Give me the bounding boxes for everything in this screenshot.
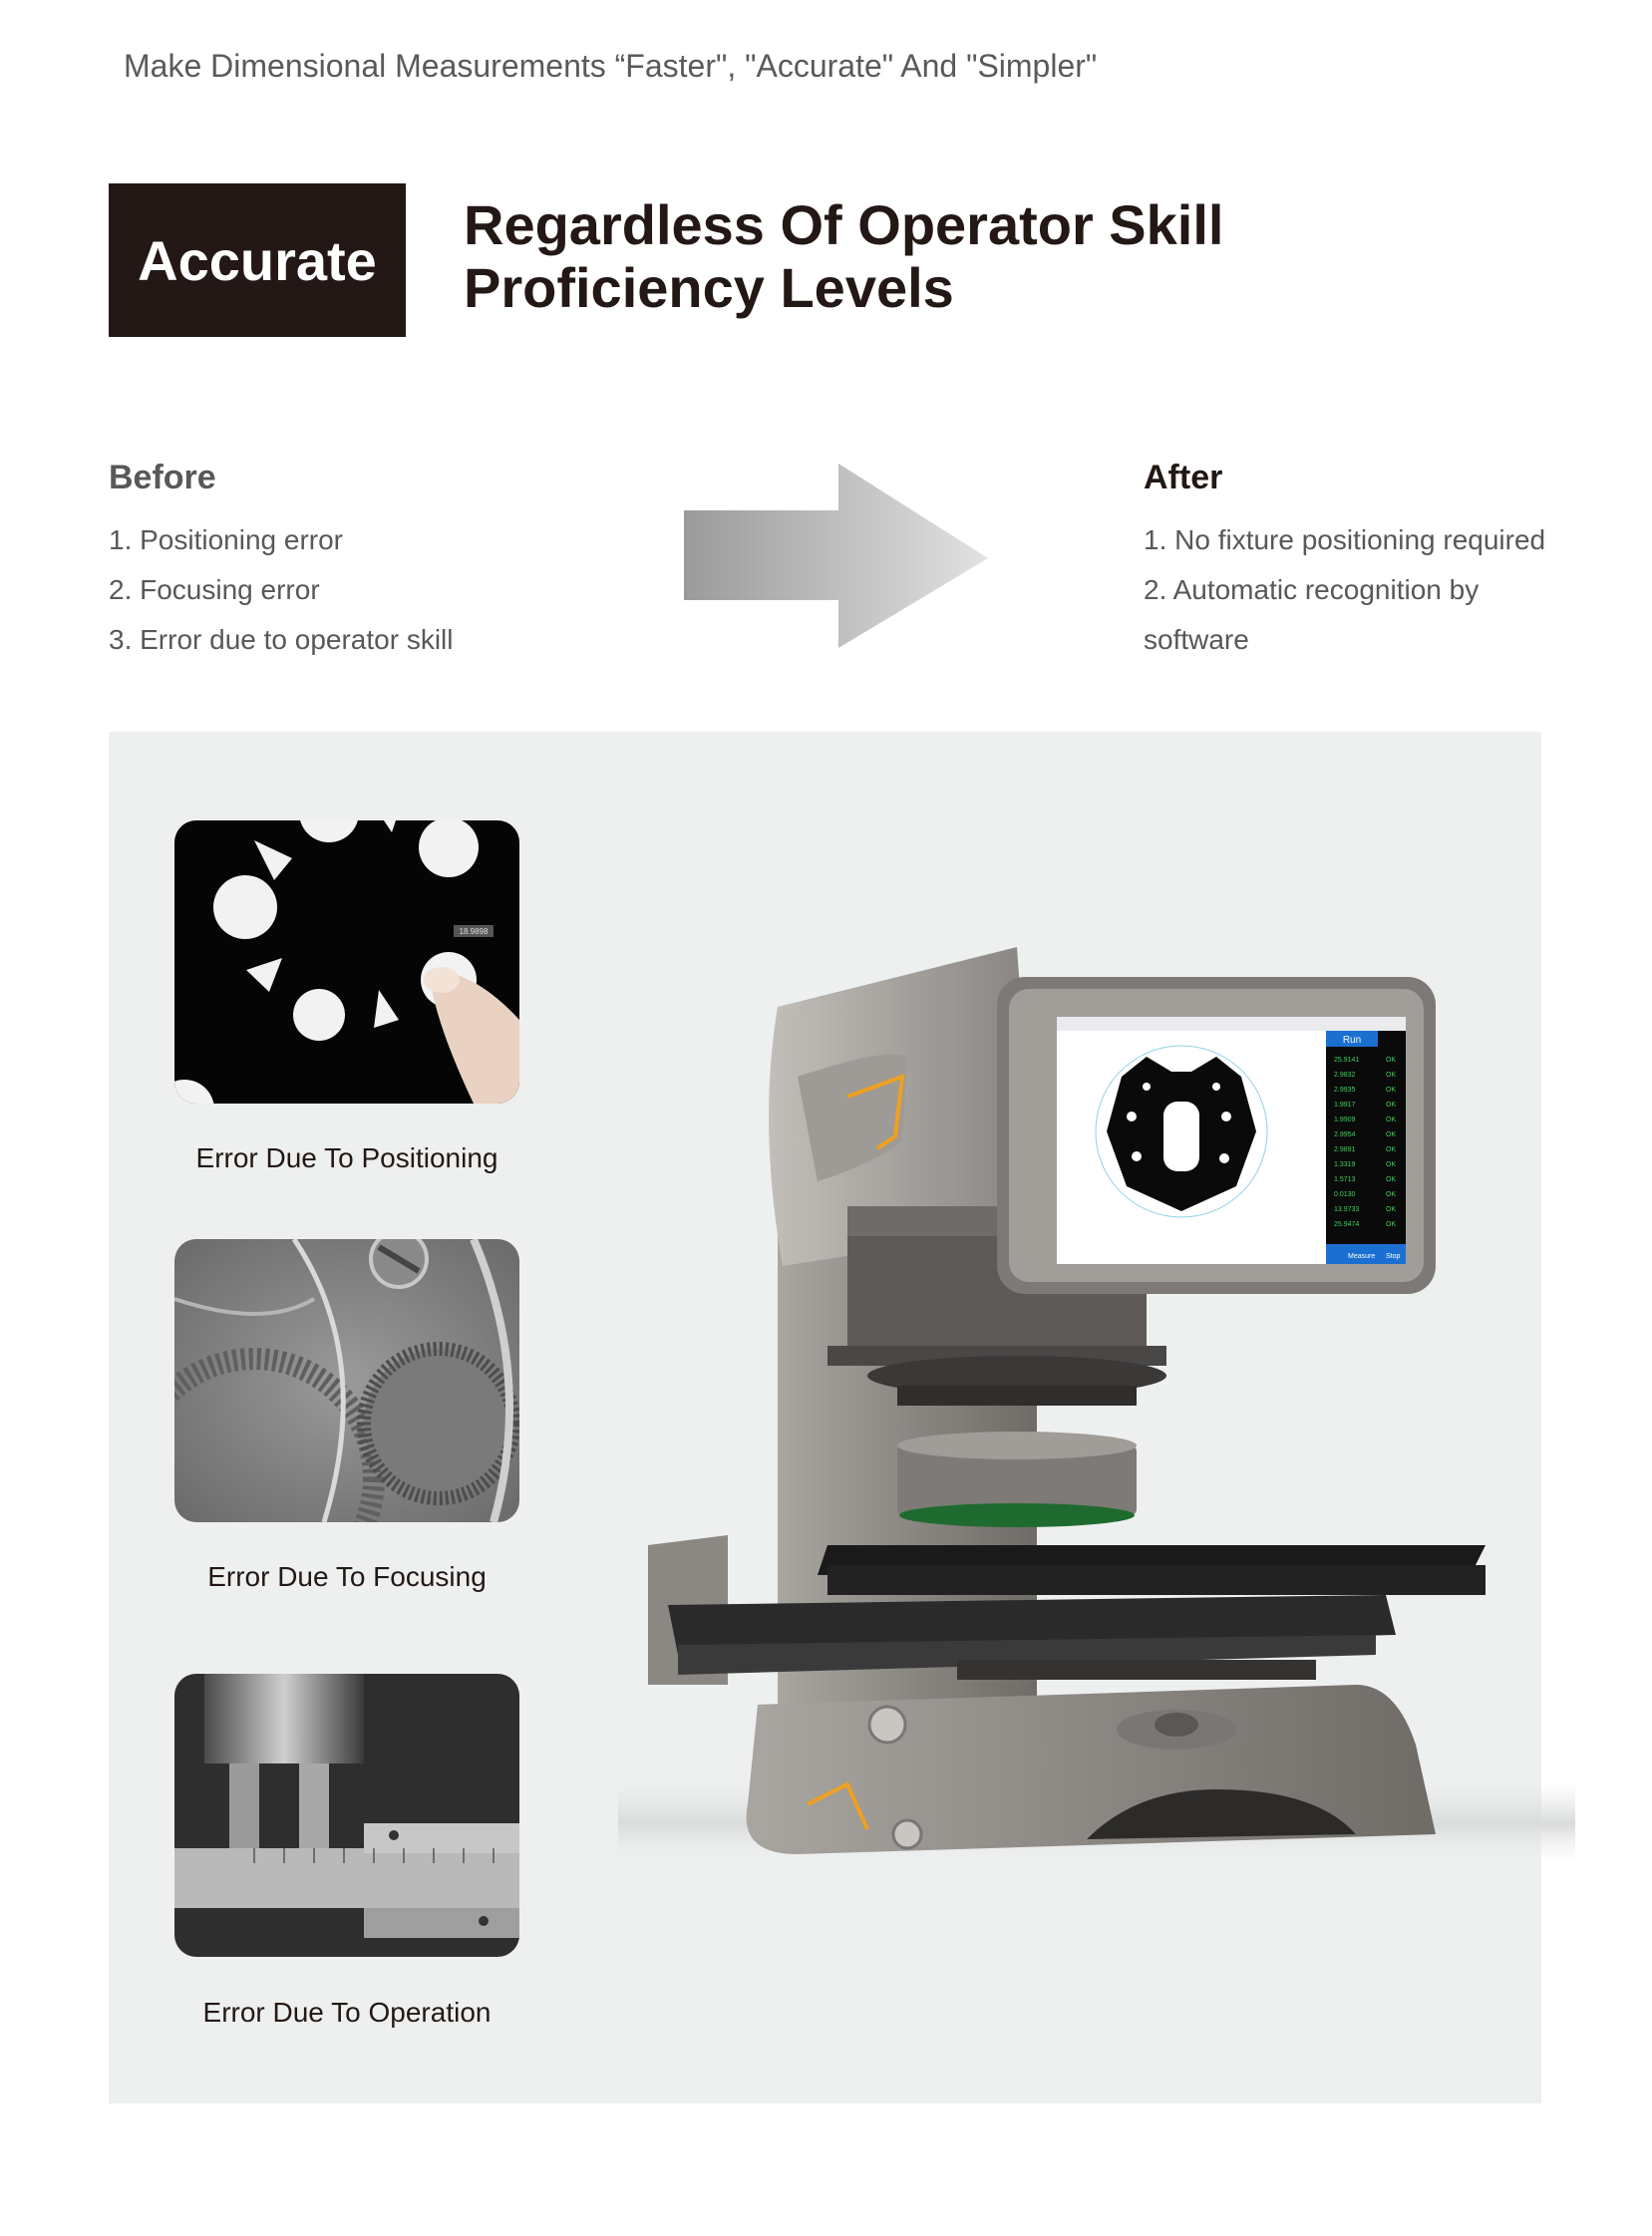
after-item: 1. No fixture positioning required	[1144, 524, 1546, 555]
tagline: Make Dimensional Measurements “Faster", …	[124, 48, 1098, 84]
before-column: Before 1. Positioning error 2. Focusing …	[109, 459, 454, 665]
headline-line-2: Proficiency Levels	[464, 256, 954, 319]
screen-value: 13.9733	[1334, 1206, 1359, 1213]
after-item: software	[1144, 624, 1249, 655]
caption-positioning: Error Due To Positioning	[195, 1142, 498, 1173]
screen-value: 25.9141	[1334, 1057, 1359, 1064]
screen-stop-label: Stop	[1386, 1253, 1401, 1260]
operation-photo	[174, 1674, 519, 1957]
screen-value: 0.0130	[1334, 1191, 1356, 1198]
screen-value: 2.9832	[1334, 1072, 1356, 1079]
right-arrow-icon	[684, 464, 988, 648]
positioning-readout: 18.9898	[460, 927, 489, 936]
screen-value: 2.9954	[1334, 1131, 1356, 1138]
after-item: 2. Automatic recognition by	[1144, 574, 1480, 605]
badge-label: Accurate	[138, 228, 377, 292]
screen-value: 1.9917	[1334, 1102, 1356, 1109]
accurate-badge: Accurate	[109, 183, 406, 337]
caption-operation: Error Due To Operation	[202, 1997, 492, 2028]
screen-value: 2.9935	[1334, 1087, 1356, 1094]
screen-status: OK	[1386, 1087, 1396, 1094]
screen-status: OK	[1386, 1117, 1396, 1123]
screen-status: OK	[1386, 1072, 1396, 1079]
vision-measuring-machine: Run 25.9141 2.9832 2.9935 1.9917 1.9909 …	[618, 947, 1575, 1864]
before-title: Before	[109, 459, 216, 496]
before-item: 3. Error due to operator skill	[109, 624, 454, 655]
caption-focusing: Error Due To Focusing	[207, 1561, 487, 1592]
screen-status: OK	[1386, 1206, 1396, 1213]
screen-status: OK	[1386, 1191, 1396, 1198]
screen-value: 1.5713	[1334, 1176, 1356, 1183]
screen-run-label: Run	[1343, 1035, 1361, 1046]
screen-status: OK	[1386, 1131, 1396, 1138]
screen-status: OK	[1386, 1221, 1396, 1228]
screen-status: OK	[1386, 1161, 1396, 1168]
focusing-photo	[174, 1239, 519, 1522]
screen-status: OK	[1386, 1102, 1396, 1109]
before-item: 1. Positioning error	[109, 524, 344, 555]
positioning-photo: 18.9898	[174, 820, 519, 1104]
screen-status: OK	[1386, 1146, 1396, 1153]
before-item: 2. Focusing error	[109, 574, 320, 605]
screen-status: OK	[1386, 1057, 1396, 1064]
screen-value: 1.9909	[1334, 1117, 1356, 1123]
screen-measure-label: Measure	[1348, 1253, 1375, 1260]
screen-value: 1.3319	[1334, 1161, 1356, 1168]
after-title: After	[1144, 459, 1223, 496]
headline-line-1: Regardless Of Operator Skill	[464, 193, 1224, 256]
screen-status: OK	[1386, 1176, 1396, 1183]
screen-value: 2.9891	[1334, 1146, 1356, 1153]
after-column: After 1. No fixture positioning required…	[1144, 459, 1562, 665]
headline: Regardless Of Operator Skill Proficiency…	[464, 193, 1223, 319]
screen-value: 25.9474	[1334, 1221, 1359, 1228]
